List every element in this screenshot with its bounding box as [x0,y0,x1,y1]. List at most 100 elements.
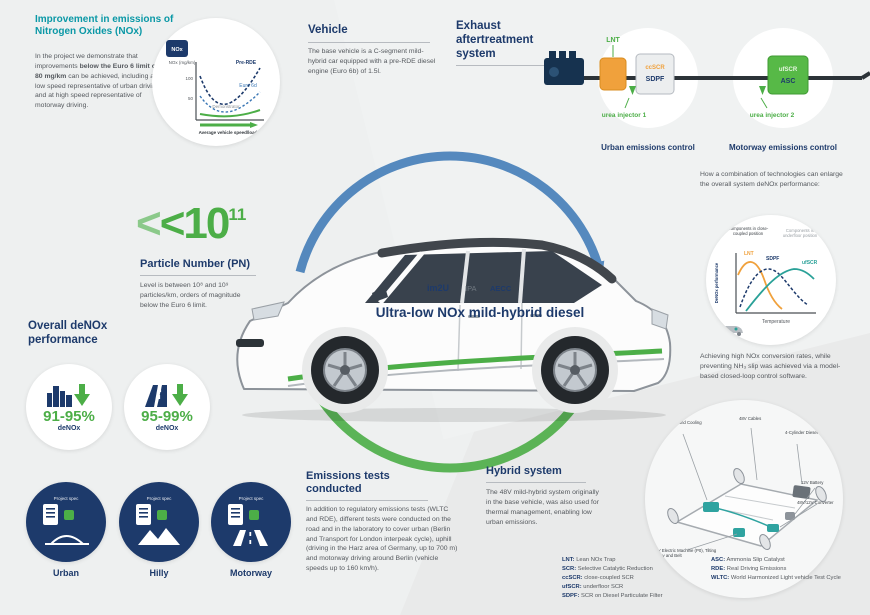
urban-route-icon [43,504,89,545]
route-circle-hilly: Project spec [119,482,199,562]
sdpf-box [635,53,675,95]
particle-number-figure: <<1011 [136,202,246,246]
demonstrator-curve [199,109,261,118]
urban-denox-stat: 91-95% deNOx [26,364,112,450]
city-icon [47,384,90,407]
nox-body-intro: In the project we demonstrate that impro… [35,53,138,70]
hilly-route-icon [136,504,180,545]
urban-denox-value: 91-95% [43,408,95,425]
legend-item: RDE: Real Driving Emissions [711,565,787,572]
exhaust-diagram: LNT ccSCR SDPF urea injector 1 ufSCR ASC… [544,28,870,152]
legend-item: SCR: Selective Catalytic Reduction [562,565,653,572]
c-pillar [518,248,526,304]
exhaust-title: Exhaust aftertreatment system [456,20,564,67]
particle-number-exponent: 11 [228,205,247,224]
nox-chart-circle: NOx NOx (mg/km) 100 50 Pre-RDE Euro 6d D… [152,18,280,146]
motorway-route-icon [228,504,268,546]
nox-chart-icon [166,40,188,57]
hybrid-label-engine: 4-Cylinder Diesel Engine [785,430,833,435]
denox-tech-outro: Achieving high NOx conversion rates, whi… [700,353,841,380]
bridge-icon [45,535,89,545]
lnt-box [599,57,627,91]
nox-ytick-50: 50 [188,96,194,101]
nox-icon-label: NOx [171,47,183,53]
legend-item: SDPF: SCR on Diesel Particulate Filter [562,592,663,599]
particle-number-value: <10 [159,199,231,248]
partner-logo: IPA [465,284,477,293]
hybrid-label-converter: 48V/12V Converter [797,500,834,505]
legend-item: WLTC: World Harmonized Light vehicle Tes… [711,574,841,581]
nox-body-bold: below the Euro 6 limit of 80 mg/km [35,62,159,80]
overall-denox-title: Overall deNOx performance [28,320,108,346]
urea-injector-2-label: urea injector 2 [750,112,795,119]
route-label-hilly: Hilly [149,568,169,578]
denox-tech-intro: How a combination of technologies can en… [700,171,843,188]
hybrid-label-12v: 12V Battery [801,480,824,485]
tailpipe-icon [860,71,870,80]
injector1-leader [624,97,630,109]
route-label-urban: Urban [52,568,79,578]
ufscr-label: ufSCR [779,67,798,73]
12v-battery-icon [785,512,795,520]
nox-body-rest: can be achieved, including at low speed … [35,72,160,110]
headlight-icon [251,301,285,321]
demonstrator-label: Demonstrator [212,104,240,109]
legend-column-1: LNT: Lean NOx Trap SCR: Selective Cataly… [562,556,697,601]
route-label-motorway: Motorway [229,568,272,578]
grille-icon [236,339,264,347]
denox-ylabel: DeNOx performance [714,262,719,303]
motorway-denox-unit: deNOx [155,425,179,432]
wheel-icon [759,534,771,550]
wheel-icon [733,468,745,484]
denox-chart-circle: Components in close-coupled position Com… [706,215,836,345]
sdpf-curve [739,268,809,308]
euro6d-curve [199,91,261,113]
wheel-icon [667,508,679,524]
hybrid-body: The 48V mild-hybrid system originally in… [486,489,599,526]
legend-item: ccSCR: close-coupled SCR [562,574,634,581]
asc-label: ASC [781,78,796,85]
e-machine-icon [733,528,745,537]
pre-rde-label: Pre-RDE [236,60,257,66]
hybrid-title: Hybrid system [486,465,586,484]
nox-improvement-title: Improvement in emissions of Nitrogen Oxi… [35,14,174,37]
pre-rde-curve [199,67,261,105]
route-badge: Project spec [146,496,172,501]
abbreviation-legend: LNT: Lean NOx Trap SCR: Selective Cataly… [562,556,862,601]
nox-chart-ylabel: NOx (mg/km) [169,60,196,65]
vehicle-title: Vehicle [308,24,430,43]
lnt-curve [737,261,783,310]
down-arrow-icon [172,384,188,406]
door-handle-icon [468,315,480,318]
partner-logo: im2U [427,283,449,293]
nox-chart-xlabel: Average vehicle speed/load [199,130,258,135]
asc-box [767,55,809,95]
car-illustration: im2U IPA AECC Ultra-low NOx mild-hybrid … [236,237,672,422]
ufscr-curve-label: ufSCR [802,260,818,266]
nox-chart: NOx NOx (mg/km) 100 50 Pre-RDE Euro 6d D… [166,40,264,135]
route-badge: Project spec [53,496,79,501]
legend-item: ASC: Ammonia Slip Catalyst [711,557,785,563]
diesel-engine-icon [792,485,811,499]
rear-wheel-icon [541,336,609,404]
route-circle-motorway: Project spec [211,482,291,562]
less-than-sign: < [136,199,162,248]
motorway-icon [145,384,188,407]
door-handle-icon [530,314,542,317]
underfloor-annotation: Components in underfloor position [782,228,818,239]
wheel-icon [815,486,827,502]
front-wheel-icon [311,336,379,404]
motorway-control-caption: Motorway emissions control [729,143,837,152]
car-windows [365,251,602,303]
urban-denox-unit: deNOx [57,425,81,432]
legend-column-2: ASC: Ammonia Slip Catalyst RDE: Real Dri… [711,556,861,601]
hybrid-chassis-drawing [667,427,827,551]
hybrid-label-cables: 48V Cables [739,416,762,421]
lnt-curve-label: LNT [744,251,754,257]
close-coupled-annotation: Components in close-coupled position [727,226,769,237]
motorway-denox-stat: 95-99% deNOx [124,364,210,450]
b-pillar [460,250,470,304]
sdpf-curve-label: SDPF [766,256,779,262]
denox-chart: LNT SDPF ufSCR DeNOx performance Tempera… [714,251,818,336]
